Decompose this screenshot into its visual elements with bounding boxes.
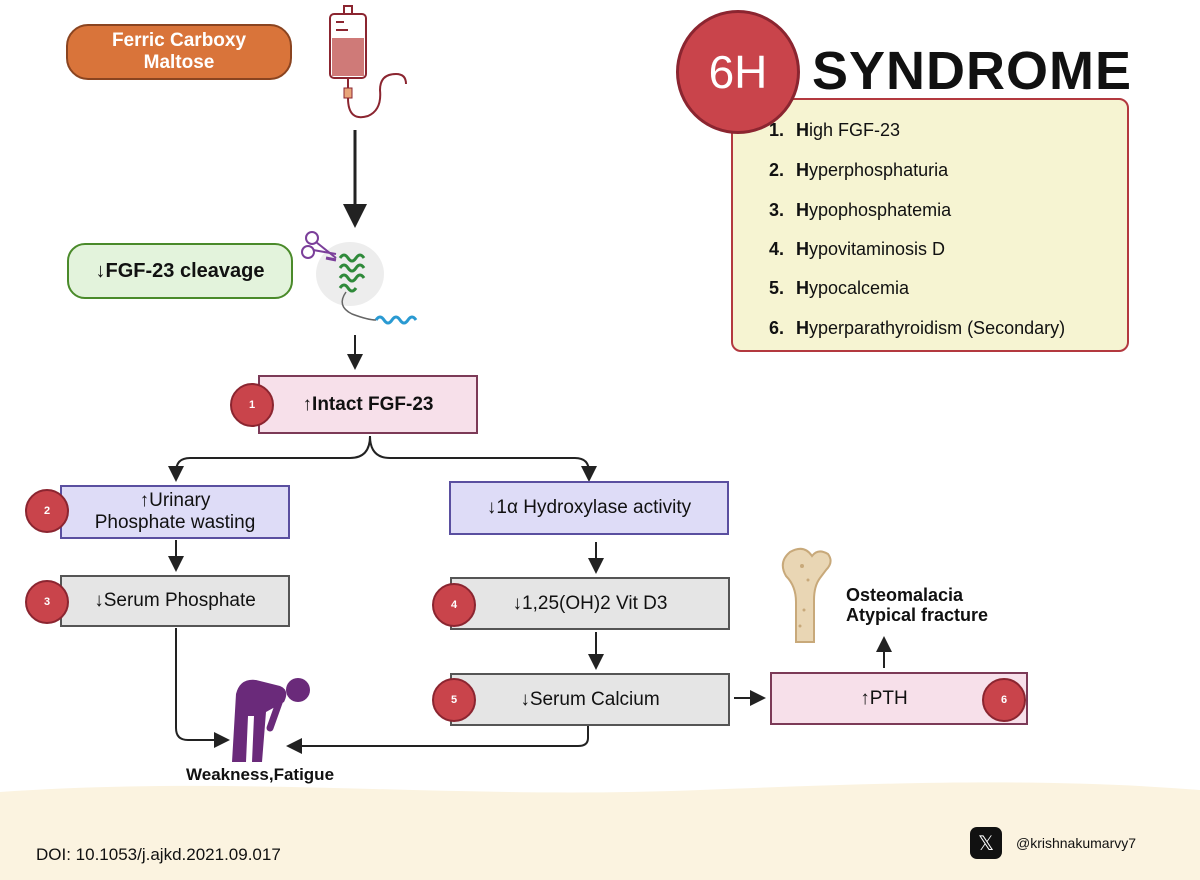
syndrome-item-6: 6.Hyperparathyroidism (Secondary) [769, 318, 1066, 338]
serum-calcium-box: ↓Serum Calcium [450, 673, 730, 726]
syndrome-list-box: 1.High FGF-23 2.Hyperphosphaturia 3.Hypo… [731, 98, 1129, 352]
vitd-box: ↓1,25(OH)2 Vit D3 [450, 577, 730, 630]
serum-phosphate-box: ↓Serum Phosphate [60, 575, 290, 627]
hydroxylase-box: ↓1α Hydroxylase activity [449, 481, 729, 535]
drug-label: Ferric Carboxy Maltose [111, 30, 247, 73]
vitd-label: ↓1,25(OH)2 Vit D3 [512, 592, 668, 614]
serum-phosphate-label: ↓Serum Phosphate [94, 590, 256, 611]
intact-label: ↑Intact FGF-23 [302, 393, 434, 415]
step-badge-5: 5 [432, 678, 476, 722]
fgf23-cleavage-box: ↓FGF-23 cleavage [67, 243, 293, 299]
syndrome-item-4: 4.Hypovitaminosis D [769, 239, 946, 259]
fatigued-person-icon [232, 678, 310, 762]
femur-bone-icon [781, 547, 832, 643]
syndrome-item-3: 3.Hypophosphatemia [769, 200, 952, 220]
drug-box: Ferric Carboxy Maltose [66, 24, 292, 80]
hydroxylase-label: ↓1α Hydroxylase activity [486, 497, 692, 518]
iv-bag-icon [329, 5, 407, 119]
syndrome-item-5: 5.Hypocalcemia [769, 278, 910, 298]
urinary-label-line1: ↑Urinary [139, 490, 211, 511]
step-badge-3: 3 [25, 580, 69, 624]
protein-icon [301, 231, 418, 325]
serum-calcium-label: ↓Serum Calcium [520, 688, 660, 710]
pth-label: ↑PTH [860, 687, 908, 709]
urinary-label-line2: Phosphate wasting [94, 512, 256, 533]
step-badge-6: 6 [982, 678, 1026, 722]
step-badge-4: 4 [432, 583, 476, 627]
syndrome-badge: 6H [676, 10, 800, 134]
urinary-phosphate-box: ↑Urinary Phosphate wasting [60, 485, 290, 539]
intact-fgf23-box: ↑Intact FGF-23 [258, 375, 478, 434]
author-handle[interactable]: @krishnakumarvy7 [1016, 835, 1137, 851]
scissors-icon [301, 231, 337, 259]
bone-label-line2: Atypical fracture [846, 605, 989, 625]
cleavage-label: ↓FGF-23 cleavage [95, 259, 265, 282]
step-badge-2: 2 [25, 489, 69, 533]
syndrome-item-2: 2.Hyperphosphaturia [769, 160, 949, 180]
syndrome-title: SYNDROME [812, 41, 1133, 101]
bone-outcome-label: Osteomalacia Atypical fracture [846, 585, 988, 625]
weakness-label: Weakness,Fatigue [186, 765, 335, 784]
bone-label-line1: Osteomalacia [846, 585, 964, 605]
step-badge-1: 1 [230, 383, 274, 427]
x-logo-icon[interactable]: 𝕏 [970, 827, 1002, 859]
syndrome-item-1: 1.High FGF-23 [769, 120, 901, 140]
doi-text: DOI: 10.1053/j.ajkd.2021.09.017 [36, 845, 281, 864]
